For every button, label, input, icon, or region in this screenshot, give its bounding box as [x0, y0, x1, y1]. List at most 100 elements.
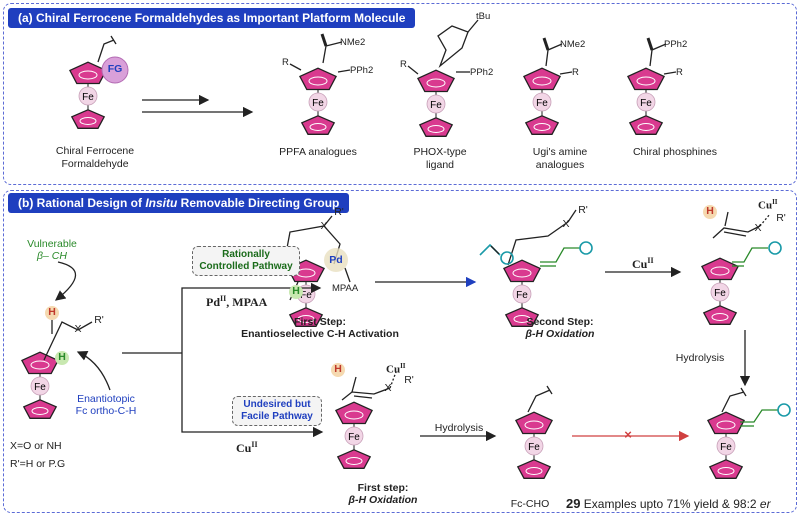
cp-ring-top — [417, 69, 455, 93]
cp-ring-top — [503, 259, 541, 283]
cp-ring-bottom — [288, 307, 324, 327]
r-atom-second: R' — [578, 204, 588, 216]
lower-first-step-2: β-H Oxidation — [348, 494, 418, 506]
ferrocene-fc-cho: Fe — [515, 411, 553, 479]
fe-label: Fe — [348, 432, 360, 443]
fe-atom — [512, 284, 532, 304]
cp-ring-bottom — [70, 109, 106, 129]
panel-b — [3, 190, 797, 513]
hydrolysis-right: Hydrolysis — [675, 352, 725, 364]
h-atom-lower: H — [334, 363, 342, 375]
pd-atom: Pd — [329, 254, 343, 266]
ferrocene-phox: Fe — [417, 69, 455, 137]
product-label-phox-2: ligand — [425, 159, 455, 171]
product-label-ugi-2: analogues — [535, 159, 585, 171]
fe-atom — [78, 86, 98, 106]
cp-ring-bottom — [702, 305, 738, 325]
r-atom-upper-right: R' — [776, 212, 786, 224]
start-label-1: Chiral Ferrocene — [55, 145, 135, 157]
fe-atom — [636, 92, 656, 112]
hydrolysis-bottom: Hydrolysis — [434, 422, 484, 434]
ferrocene-final-product: Fe — [707, 411, 745, 479]
x-atom-lower: X — [384, 382, 392, 394]
enantiotopic-label-1: Enantiotopic — [77, 393, 135, 405]
cp-ring-bottom — [300, 115, 336, 135]
ppfa-nme2: NMe2 — [340, 37, 366, 48]
ferrocene-start-a: Fe — [69, 61, 107, 129]
product-label-ppfa: PPFA analogues — [279, 146, 357, 158]
x-atom-upper-right: X — [754, 222, 762, 234]
first-step-label-1: First Step: — [294, 316, 346, 328]
panel-a — [3, 3, 797, 185]
r-atom-pd: R' — [334, 206, 344, 218]
fe-atom — [344, 426, 364, 446]
x-atom-pd: X — [320, 220, 328, 232]
lower-reagent: CuII — [236, 440, 258, 455]
cu-on-atom-upper: CuII — [758, 198, 778, 212]
second-step-label-2: β-H Oxidation — [525, 328, 595, 340]
mpaa-ligand: MPAA — [332, 283, 359, 294]
fg-label: FG — [107, 63, 123, 75]
panel-a-title: (a) Chiral Ferrocene Formaldehydes as Im… — [8, 8, 416, 28]
ferrocene-lower-intermediate: Fe — [335, 401, 373, 469]
fe-atom — [308, 92, 328, 112]
phos-pph2: PPh2 — [664, 39, 688, 50]
cp-ring-top — [707, 411, 745, 435]
r-atom-start: R' — [94, 314, 104, 326]
cp-ring-bottom — [336, 449, 372, 469]
cp-ring-top — [335, 401, 373, 425]
start-label-2: Formaldehyde — [61, 158, 129, 170]
fe-label: Fe — [640, 98, 652, 109]
cu-on-atom-lower: CuII — [386, 362, 406, 376]
ferrocene-start-b: Fe — [21, 351, 59, 419]
ferrocene-second-step: Fe — [503, 259, 541, 327]
cp-ring-bottom — [22, 399, 58, 419]
cp-ring-top — [515, 411, 553, 435]
fe-atom — [716, 436, 736, 456]
fe-label: Fe — [430, 100, 442, 111]
fe-label: Fe — [720, 442, 732, 453]
fe-label: Fe — [312, 98, 324, 109]
fe-label: Fe — [300, 290, 312, 301]
h-atom-ortho: H — [58, 351, 66, 363]
second-step-label-1: Second Step: — [526, 316, 594, 328]
cp-ring-top — [627, 67, 665, 91]
fc-cho-label: Fc-CHO — [510, 498, 550, 510]
cp-ring-top — [523, 67, 561, 91]
fe-atom — [532, 92, 552, 112]
cp-ring-top — [299, 67, 337, 91]
product-label-ugi-1: Ugi's amine — [532, 146, 588, 158]
vulnerable-label-1: Vulnerable — [27, 238, 77, 250]
fe-label: Fe — [714, 288, 726, 299]
phox-tbu: tBu — [476, 11, 491, 22]
cp-ring-top — [21, 351, 59, 375]
fe-atom — [426, 94, 446, 114]
phox-r: R — [400, 59, 407, 70]
lower-pathway-box: Undesired but Facile Pathway — [232, 396, 322, 426]
h-atom-upper-right: H — [706, 205, 714, 217]
cp-ring-bottom — [418, 117, 454, 137]
r-definition: R'=H or P.G — [10, 458, 66, 470]
cp-ring-bottom — [516, 459, 552, 479]
ugi-nme2: NMe2 — [560, 39, 586, 50]
fe-label: Fe — [34, 382, 46, 393]
fe-label: Fe — [536, 98, 548, 109]
phox-pph2: PPh2 — [470, 67, 494, 78]
ferrocene-phosphine: Fe — [627, 67, 665, 135]
enantiotopic-label-2: Fc ortho-C-H — [75, 405, 137, 417]
first-step-label-2: Enantioselective C-H Activation — [241, 328, 399, 340]
vulnerable-label-2: β– CH — [37, 250, 67, 262]
fe-atom — [524, 436, 544, 456]
ferrocene-ppfa: Fe — [299, 67, 337, 135]
cu-reagent-upper: CuII — [632, 256, 654, 271]
cp-ring-bottom — [504, 307, 540, 327]
phos-r: R — [676, 67, 683, 78]
upper-reagent: PdII, MPAA — [206, 294, 268, 309]
product-label-phosphines: Chiral phosphines — [632, 146, 718, 158]
cp-ring-bottom — [524, 115, 560, 135]
fe-atom — [710, 282, 730, 302]
x-definition: X=O or NH — [10, 440, 62, 452]
product-label-phox-1: PHOX-type — [413, 146, 467, 158]
ferrocene-upper-right: Fe — [701, 257, 739, 325]
